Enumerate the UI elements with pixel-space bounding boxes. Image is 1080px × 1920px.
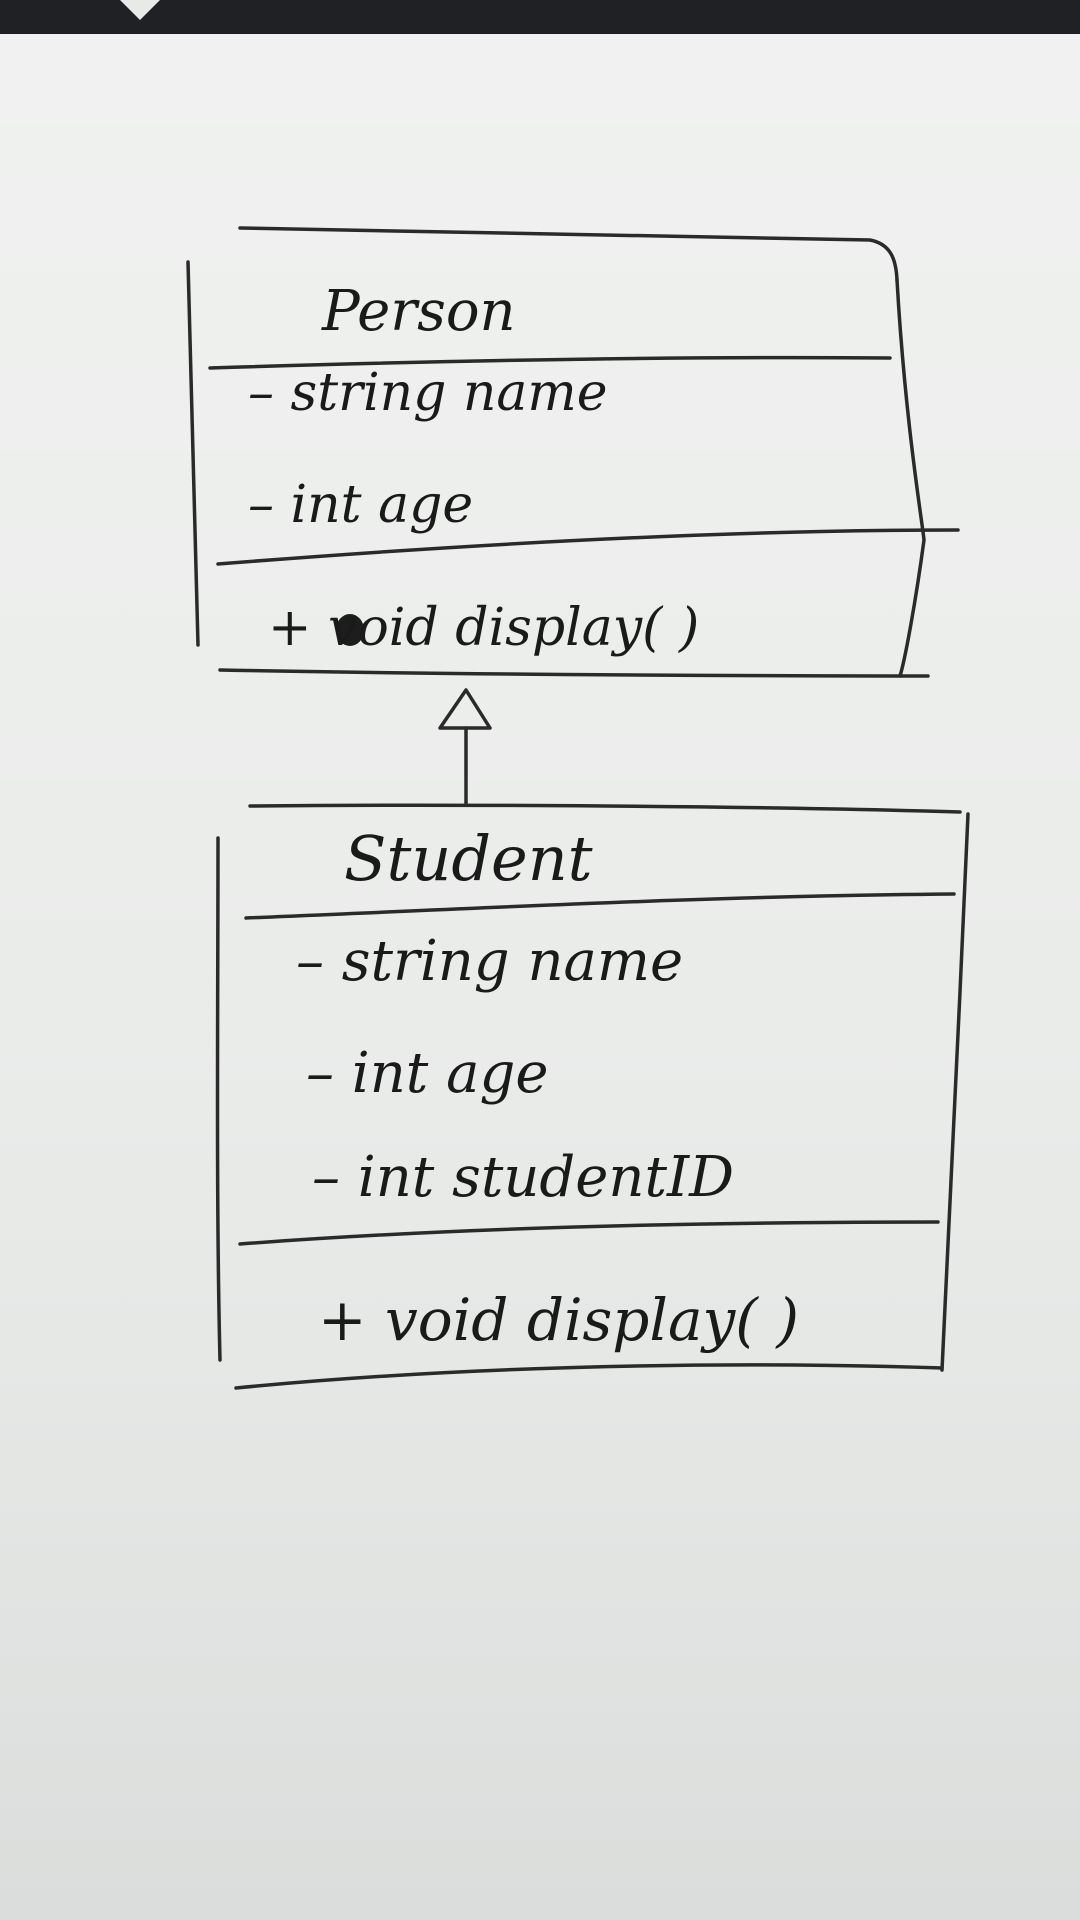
student-box-right xyxy=(940,812,970,1372)
student-box-left xyxy=(215,836,222,1362)
person-box-top xyxy=(238,226,899,282)
inheritance-arrow xyxy=(438,688,492,806)
person-box-left xyxy=(186,260,200,647)
student-attribute: – int studentID xyxy=(312,1145,734,1210)
person-class-name: Person xyxy=(321,279,516,344)
person-attribute: – string name xyxy=(248,363,607,423)
student-attr-divider xyxy=(238,1220,940,1246)
student-box-bottom xyxy=(234,1363,944,1390)
person-name-divider xyxy=(208,355,892,370)
student-class-name: Student xyxy=(344,822,593,895)
person-box-bottom xyxy=(218,668,930,678)
person-box-right xyxy=(895,278,926,678)
student-box-top xyxy=(248,803,962,814)
keyboard-edge xyxy=(0,0,1080,34)
student-attribute: – int age xyxy=(306,1041,548,1106)
student-attribute: – string name xyxy=(296,929,683,994)
class-box-person: Person – string name – int age + void di… xyxy=(186,226,960,678)
class-box-student: Student – string name – int age – int st… xyxy=(215,803,970,1390)
student-method: + void display( ) xyxy=(318,1286,799,1354)
ink-blot-scribble xyxy=(336,614,364,646)
person-attr-divider xyxy=(216,528,960,566)
hollow-triangle-arrowhead xyxy=(438,688,492,730)
student-name-divider xyxy=(244,892,956,920)
person-attribute: – int age xyxy=(248,475,473,535)
person-method: + void display( ) xyxy=(268,598,699,658)
